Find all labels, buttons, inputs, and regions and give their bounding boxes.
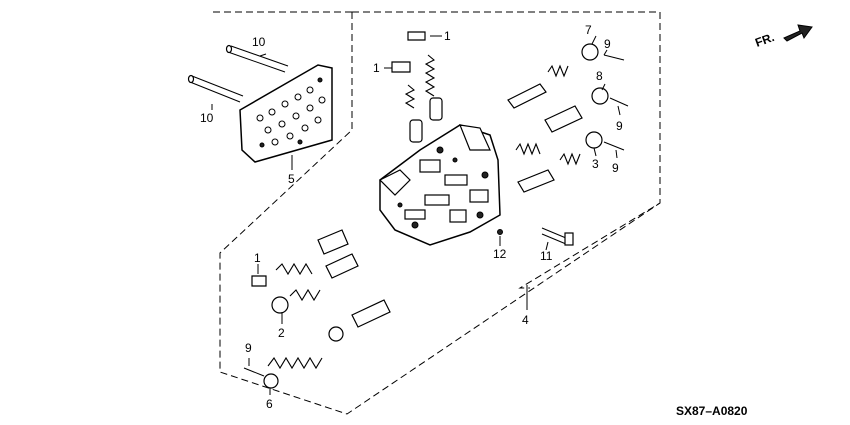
spring <box>404 84 416 109</box>
direction-arrow-icon <box>783 24 813 42</box>
callout-3: 3 <box>592 157 599 171</box>
retainer-cap <box>263 296 289 389</box>
callout-11: 11 <box>540 249 553 263</box>
check-ball-cap <box>391 31 426 73</box>
retainer-cap <box>581 43 609 149</box>
guide-pin <box>225 44 289 73</box>
callout-7: 7 <box>585 23 592 37</box>
callout-9: 9 <box>616 119 623 133</box>
check-ball-cap <box>251 275 267 287</box>
direction-label: FR. <box>753 30 776 50</box>
roll-pin <box>603 54 629 151</box>
guide-pin <box>187 74 244 103</box>
callout-labels: 1 1 1 2 3 4 5 6 7 8 9 9 9 9 10 10 11 12 <box>200 23 623 411</box>
callout-2: 2 <box>278 326 285 340</box>
diagram-code: SX87–A0820 <box>676 404 748 418</box>
leader-lines <box>211 35 621 395</box>
callout-9: 9 <box>604 37 611 51</box>
separator-plate <box>239 64 333 163</box>
callout-10: 10 <box>252 35 266 49</box>
assembly-boundary <box>210 11 661 415</box>
front-direction-indicator: FR. <box>753 24 813 50</box>
callout-1: 1 <box>373 61 380 75</box>
callout-10: 10 <box>200 111 214 125</box>
callout-6: 6 <box>266 397 273 411</box>
valve-body <box>378 124 501 246</box>
callout-12: 12 <box>493 247 507 261</box>
spring <box>515 142 581 166</box>
callout-5: 5 <box>288 172 295 186</box>
bolt <box>541 227 574 246</box>
spool-valve <box>409 97 443 143</box>
spring <box>547 64 569 78</box>
callout-1: 1 <box>444 29 451 43</box>
spring <box>267 262 323 370</box>
callout-9: 9 <box>245 341 252 355</box>
plug <box>497 229 503 235</box>
roll-pin <box>243 367 265 377</box>
callout-1: 1 <box>254 251 261 265</box>
callout-8: 8 <box>596 69 603 83</box>
spool-valve <box>317 229 391 342</box>
callout-9: 9 <box>612 161 619 175</box>
callout-4: 4 <box>522 313 529 327</box>
spring <box>424 54 436 97</box>
spool-valve <box>507 83 583 193</box>
